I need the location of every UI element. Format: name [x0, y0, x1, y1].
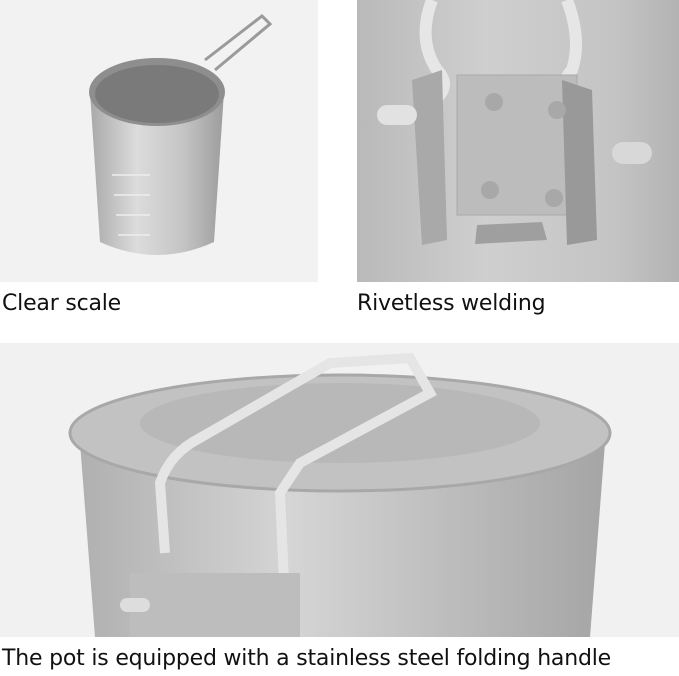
caption-folding-handle: The pot is equipped with a stainless ste…: [2, 646, 611, 671]
cup-scale-image: [0, 0, 318, 282]
caption-clear-scale: Clear scale: [2, 291, 122, 316]
folding-handle-image: [0, 343, 679, 637]
rivetless-welding-image: [357, 0, 679, 282]
caption-rivetless-welding: Rivetless welding: [357, 291, 546, 316]
